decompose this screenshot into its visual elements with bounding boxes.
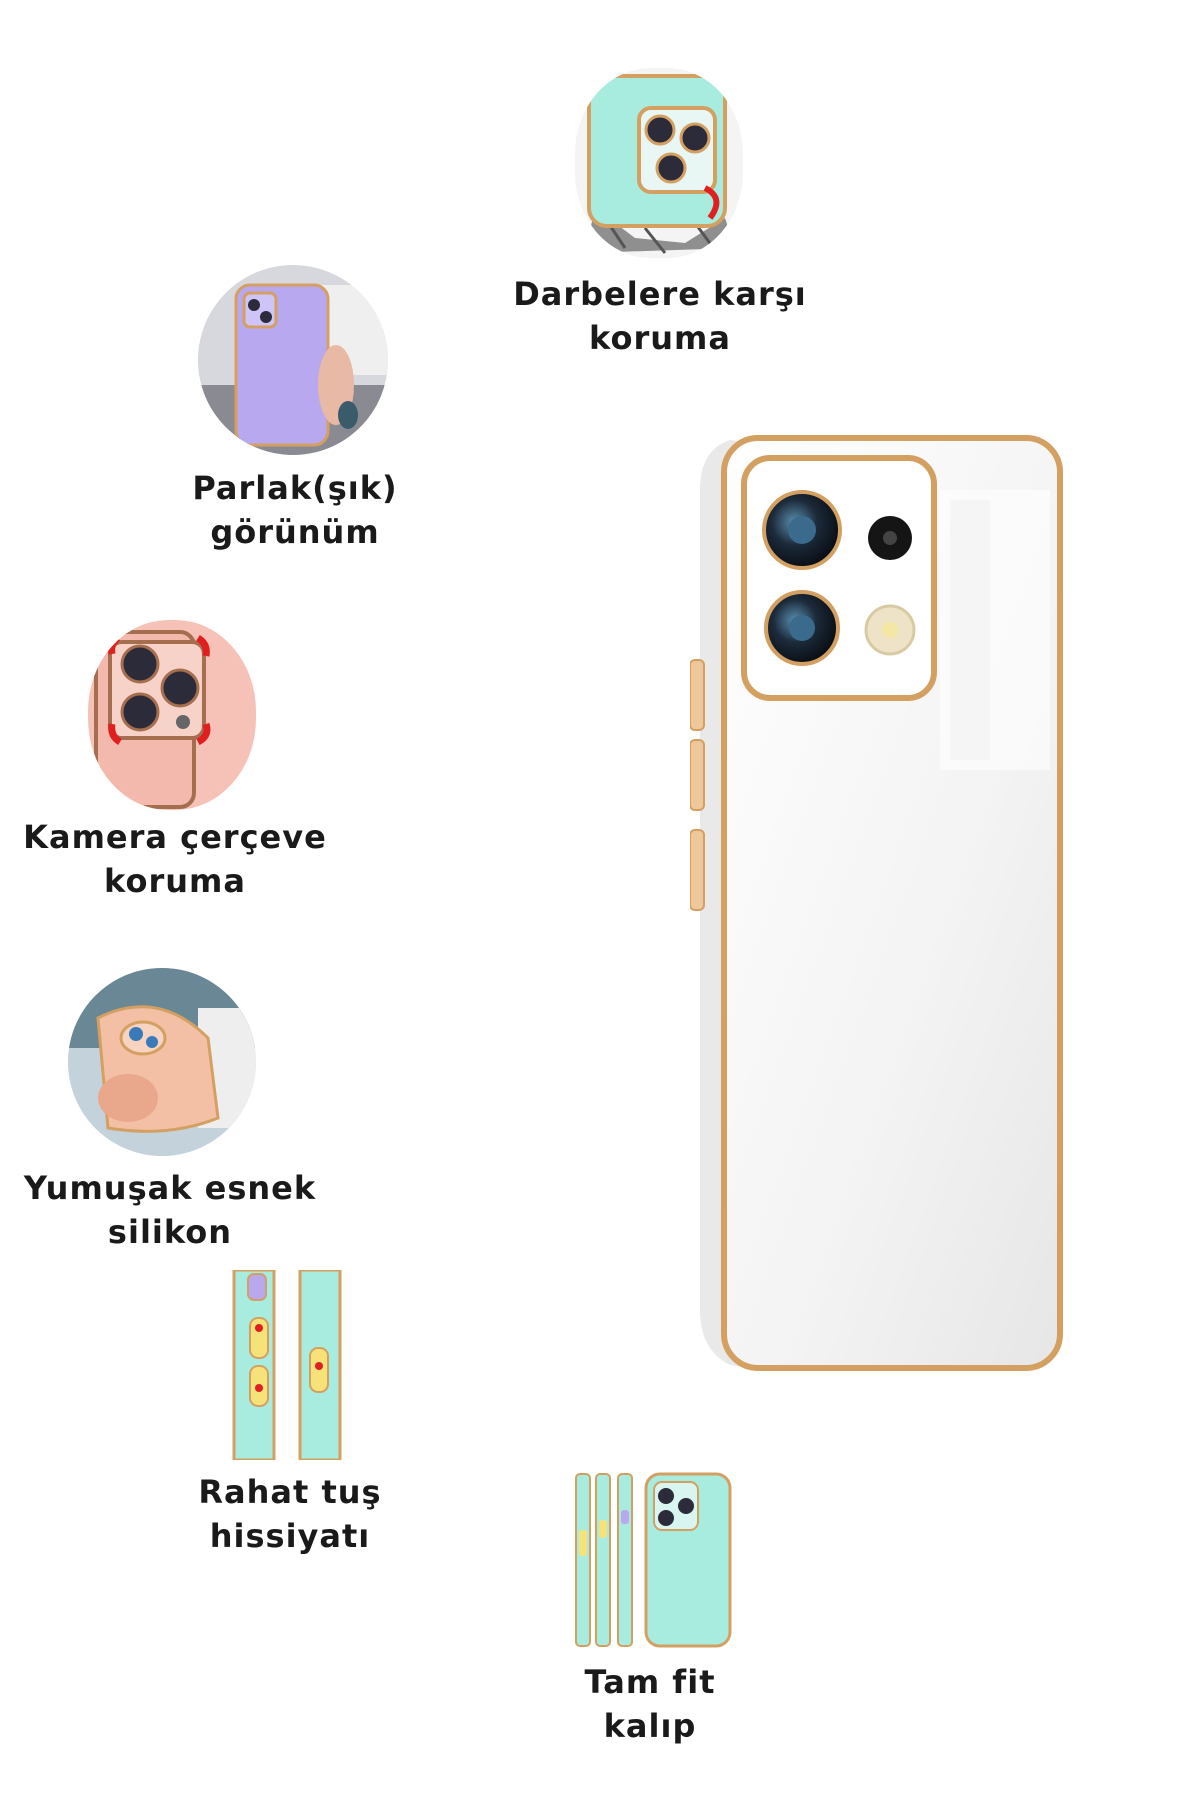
glossy-look-label: Parlak(şık) görünüm <box>192 469 398 551</box>
soft-silicone-image <box>68 968 256 1156</box>
soft-silicone-label: Yumuşak esnek silikon <box>23 1169 317 1251</box>
button-feel-label: Rahat tuş hissiyatı <box>198 1473 382 1555</box>
glossy-look-image <box>198 265 388 455</box>
button-feel-image <box>230 1270 350 1460</box>
impact-protection-image <box>575 68 743 258</box>
full-fit-mold-label: Tam fit kalıp <box>584 1663 716 1745</box>
full-fit-mold-image <box>574 1470 734 1650</box>
white-phone-case-image <box>690 430 1070 1380</box>
camera-frame-protection-image <box>88 620 256 810</box>
impact-protection-label: Darbelere karşı koruma <box>513 275 807 357</box>
camera-frame-protection-label: Kamera çerçeve koruma <box>23 818 327 900</box>
